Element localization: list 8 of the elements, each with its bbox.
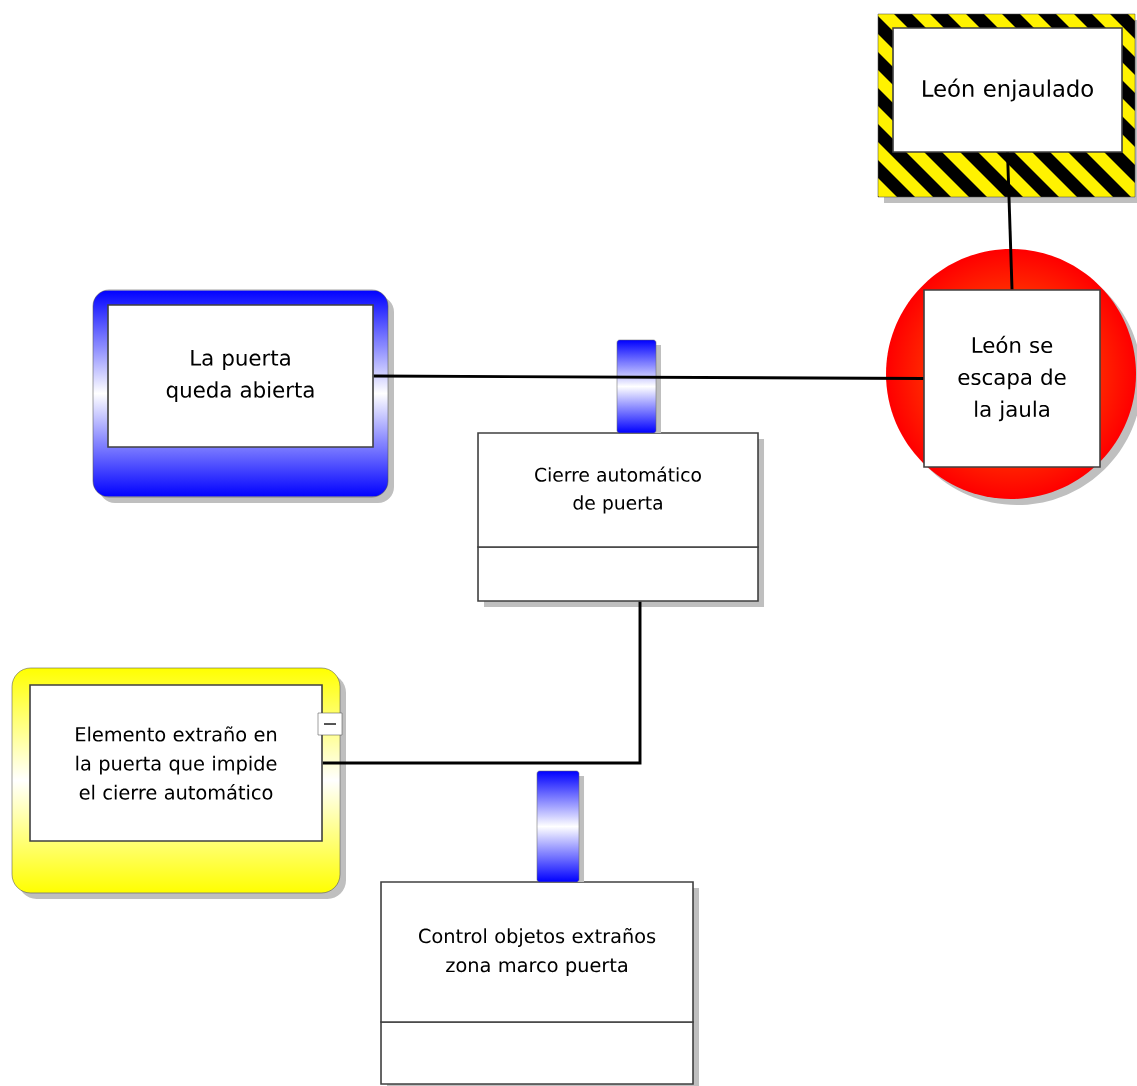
escalation-box: Elemento extraño en la puerta que impide el cierre automático — [11, 667, 346, 899]
connector-line — [373, 374, 924, 380]
barrier-box: Cierre automático de puerta — [477, 339, 764, 607]
barrier-box: Control objetos extraños zona marco puerta — [380, 770, 699, 1086]
connector-line — [322, 601, 642, 765]
hazard-box: León enjaulado — [877, 13, 1137, 203]
connector-line — [1006, 152, 1014, 290]
threat-box: La puerta queda abierta — [92, 289, 394, 503]
